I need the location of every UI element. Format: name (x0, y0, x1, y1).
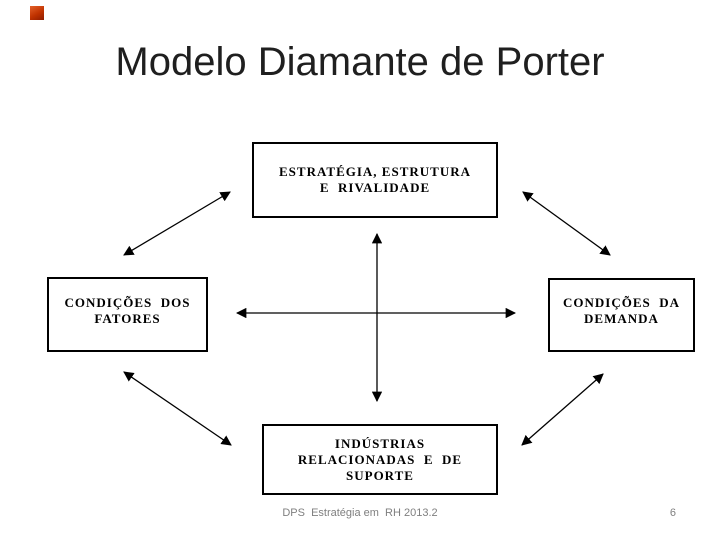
node-label-line: FATORES (94, 310, 161, 326)
node-label-line: ESTRATÉGIA, ESTRUTURA (279, 164, 471, 179)
node-label-line: CONDIÇÕES DA (562, 295, 680, 310)
node-factor-conditions: CONDIÇÕES DOS FATORES (47, 277, 208, 352)
node-label-line: SUPORTE (346, 467, 414, 483)
slide-title: Modelo Diamante de Porter (115, 40, 605, 84)
page-number: 6 (669, 507, 676, 519)
node-related-supporting-industries: INDÚSTRIAS RELACIONADAS E DE SUPORTE (262, 424, 498, 495)
connector-top-right (522, 191, 611, 256)
connector-left-top (123, 191, 231, 256)
node-label-line: RELACIONADAS E DE (297, 451, 463, 467)
node-demand-conditions: CONDIÇÕES DA DEMANDA (548, 278, 695, 352)
node-label-line: DEMANDA (584, 311, 659, 326)
connector-bottom-right (521, 373, 604, 446)
accent-square-icon (30, 6, 44, 20)
node-label-line: E RIVALIDADE (319, 180, 431, 195)
connector-left-bottom (123, 371, 232, 446)
node-strategy-structure-rivalry: ESTRATÉGIA, ESTRUTURA E RIVALIDADE (252, 142, 498, 218)
footer-text: DPS Estratégia em RH 2013.2 (282, 507, 438, 519)
node-label-line: INDÚSTRIAS (334, 435, 426, 451)
node-label-line: CONDIÇÕES DOS (64, 294, 191, 310)
